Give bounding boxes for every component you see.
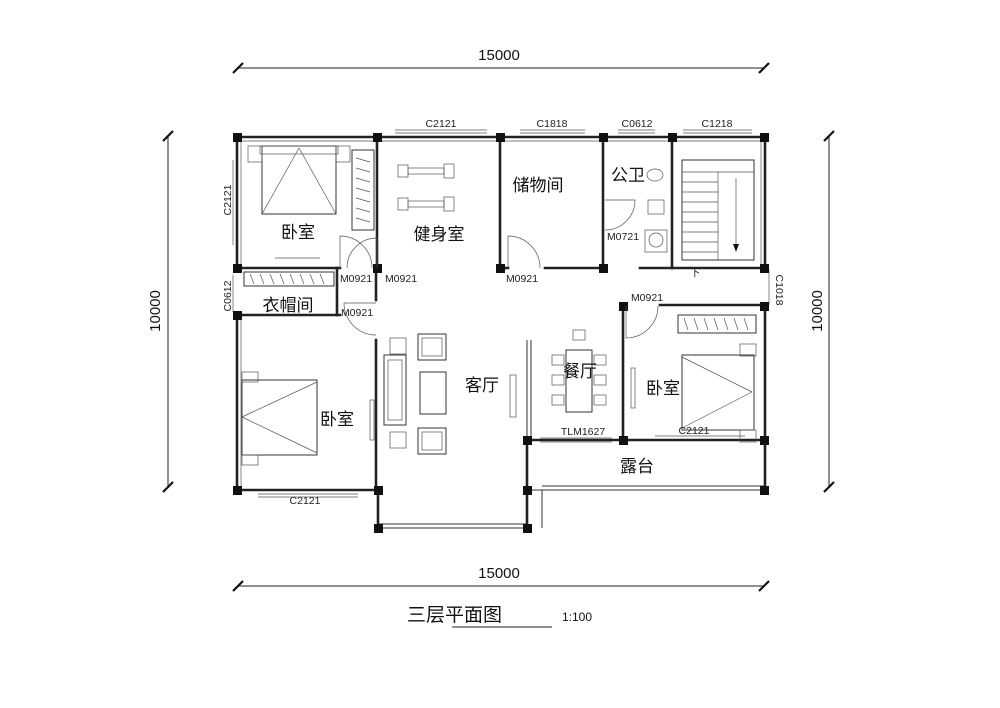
gym-equipment [397,163,455,212]
room-label-living: 客厅 [465,376,499,396]
windows [232,129,770,498]
dimension-bottom: 15000 [232,565,770,592]
sofa-set [383,333,517,455]
window-code-stair: C1218 [702,118,733,130]
window-code-bedroom-east: C2121 [679,425,710,437]
room-label-gym: 健身室 [414,225,465,245]
dimension-left: 10000 [147,130,174,493]
door-code-cloak: M0921 [341,307,373,319]
window-code-bedroom-sw: C2121 [290,495,321,507]
window-code-storage: C1818 [537,118,568,130]
dimension-top-label: 15000 [478,47,520,64]
dimension-top: 15000 [232,47,770,74]
drawing-scale: 1:100 [562,610,592,624]
bed-east [630,343,757,443]
wardrobe-east [677,314,757,334]
room-label-bedroom-sw: 卧室 [320,410,354,430]
window-code-wc: C0612 [622,118,653,130]
cloakroom-rail [243,271,335,287]
room-label-public-wc: 公卫 [611,166,645,186]
bed-sw [241,371,375,466]
dimension-left-label: 10000 [147,290,164,332]
window-code-cloak-side: C0612 [222,280,234,311]
room-label-cloakroom: 衣帽间 [263,296,314,316]
door-code-bedroom-east: M0921 [631,292,663,304]
bed-nw [247,145,351,215]
window-code-east: C1018 [773,275,785,306]
dining-table [551,329,607,413]
door-code-storage: M0921 [506,273,538,285]
room-label-storage: 储物间 [513,176,564,196]
window-code-slide: TLM1627 [561,426,606,438]
wc-fixtures [644,168,668,253]
door-code-wc: M0721 [607,231,639,243]
dimension-right-label: 10000 [809,290,826,332]
door-code-nw-bed: M0921 [340,273,372,285]
wardrobe-nw [351,149,375,231]
room-label-terrace: 露台 [620,457,654,477]
window-code-gym: C2121 [426,118,457,130]
drawing-title: 三层平面图 [407,604,502,626]
stair-direction-label: 下 [690,267,701,279]
doors [339,199,659,339]
dimension-bottom-label: 15000 [478,565,520,582]
stair [681,159,755,261]
window-code-nw-side: C2121 [222,184,234,215]
door-code-gym: M0921 [385,273,417,285]
room-label-bedroom-nw: 卧室 [281,223,315,243]
room-label-dining: 餐厅 [563,362,597,382]
columns [233,133,769,533]
room-label-bedroom-east: 卧室 [646,379,680,399]
dimension-right: 10000 [809,130,835,493]
